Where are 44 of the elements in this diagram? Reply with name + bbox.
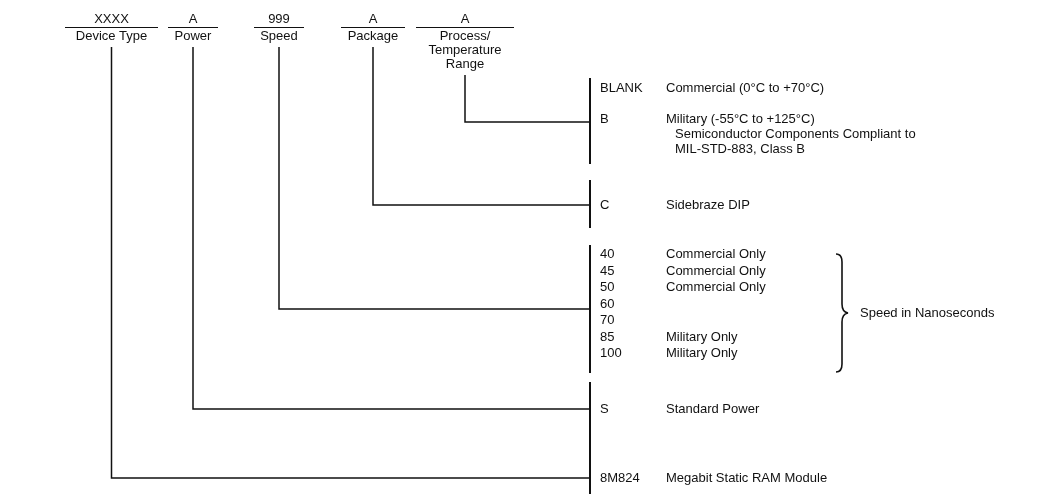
code-field: [168, 12, 218, 43]
option-description: Megabit Static RAM Module: [666, 471, 828, 485]
option-description: Standard Power: [666, 402, 760, 416]
code-field: [416, 12, 514, 71]
option-description: Military Only: [666, 346, 738, 360]
option-code: 70: [600, 313, 615, 327]
leader-line: [192, 46, 590, 410]
code-placeholder: XXXX: [93, 12, 130, 27]
option-code: 85: [600, 329, 615, 344]
leader-line: [372, 46, 590, 206]
code-placeholder: A: [187, 12, 199, 27]
code-field: [65, 12, 158, 43]
code-placeholder: A: [367, 12, 379, 27]
leader-line: [464, 74, 590, 123]
option-note: Semiconductor Components Compliant to MIL-STD-883, Class B: [675, 126, 917, 156]
option-code: 60: [600, 296, 615, 311]
leader-line: [110, 46, 590, 479]
option-code: 50: [600, 280, 615, 294]
option-description: Commercial Only: [666, 247, 766, 261]
field-name: Speed: [259, 28, 299, 43]
option-description: Military (-55°C to +125°C): [666, 112, 815, 126]
option-code: 8M824: [600, 471, 640, 485]
note-text: Speed in Nanoseconds: [860, 305, 995, 320]
option-description: Commercial Only: [666, 263, 766, 278]
option-code: 45: [600, 263, 615, 278]
option-code: S: [600, 402, 609, 416]
option-code: 40: [600, 247, 615, 261]
code-placeholder: A: [459, 12, 471, 27]
field-name: Device Type: [74, 28, 149, 43]
code-placeholder: 999: [267, 12, 291, 27]
option-description: Commercial Only: [666, 280, 766, 294]
leader-line: [278, 46, 590, 310]
option-description: Military Only: [666, 329, 738, 344]
option-description: Commercial (0°C to +70°C): [666, 81, 825, 95]
field-name: Package: [346, 28, 400, 43]
code-field: [254, 12, 304, 43]
code-field: [341, 12, 405, 43]
option-code: C: [600, 198, 610, 212]
option-code: 100: [600, 346, 622, 360]
option-code: BLANK: [600, 81, 643, 95]
option-description: Sidebraze DIP: [666, 198, 750, 212]
field-name: Power: [173, 28, 213, 43]
option-code: B: [600, 112, 609, 126]
field-name: Process/ Temperature Range: [427, 28, 503, 71]
